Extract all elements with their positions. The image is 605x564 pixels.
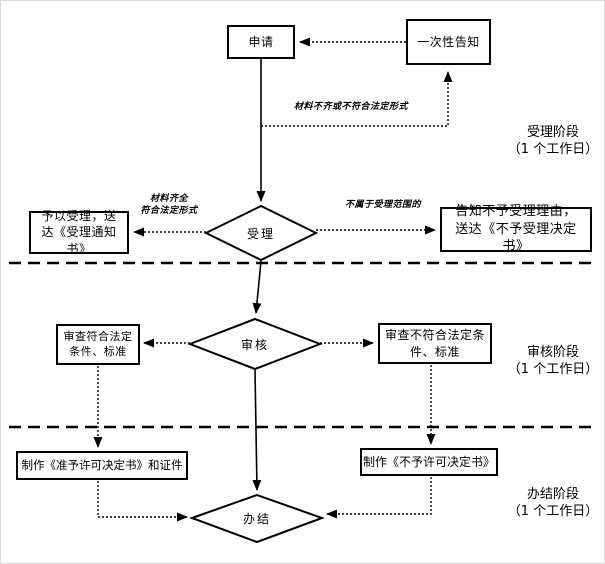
one-time-notice-box: 一次性告知 (406, 19, 491, 65)
review-stage-label: 审核阶段 （1 个工作日） (507, 345, 599, 377)
finish-diamond-shape (189, 493, 325, 544)
make-denial-box: 制作《不予许可决定书》 (360, 448, 498, 476)
finish-diamond-label: 办结 (242, 512, 271, 526)
notify-reject-box: 告知不予受理理由，送达《不予受理决定书》 (440, 204, 592, 254)
out-of-scope-label: 不属于受理范围的 (344, 200, 421, 210)
accept-diamond-label: 受理 (246, 226, 275, 241)
edge-incomplete-to-notice (261, 71, 453, 127)
materials-complete-label: 材料齐全 符合法定形式 (140, 194, 198, 216)
edge-accept-to-review (252, 260, 262, 314)
grant-accept-box: 予以受理，送达《受理通知书》 (29, 209, 129, 256)
edge-denial-to-finish (326, 477, 432, 519)
make-permit-box: 制作《准予许可决定书》和证件 (16, 451, 188, 480)
review-diamond-label: 审核 (240, 337, 269, 352)
accept-diamond-shape (203, 204, 319, 262)
edge-review-to-finish (252, 369, 262, 491)
apply-box: 申请 (227, 25, 295, 59)
edge-permit-to-finish (97, 481, 188, 522)
review-pass-box: 审查符合法定条件、标准 (56, 324, 140, 365)
materials-incomplete-label: 材料不齐或不符合法定形式 (293, 102, 408, 112)
accept-stage-label: 受理阶段 （1 个工作日） (507, 125, 599, 157)
review-fail-box: 审查不符合法定条件、标准 (378, 323, 492, 364)
review-diamond-shape (187, 317, 323, 371)
finish-stage-label: 办结阶段 （1 个工作日） (507, 487, 599, 519)
